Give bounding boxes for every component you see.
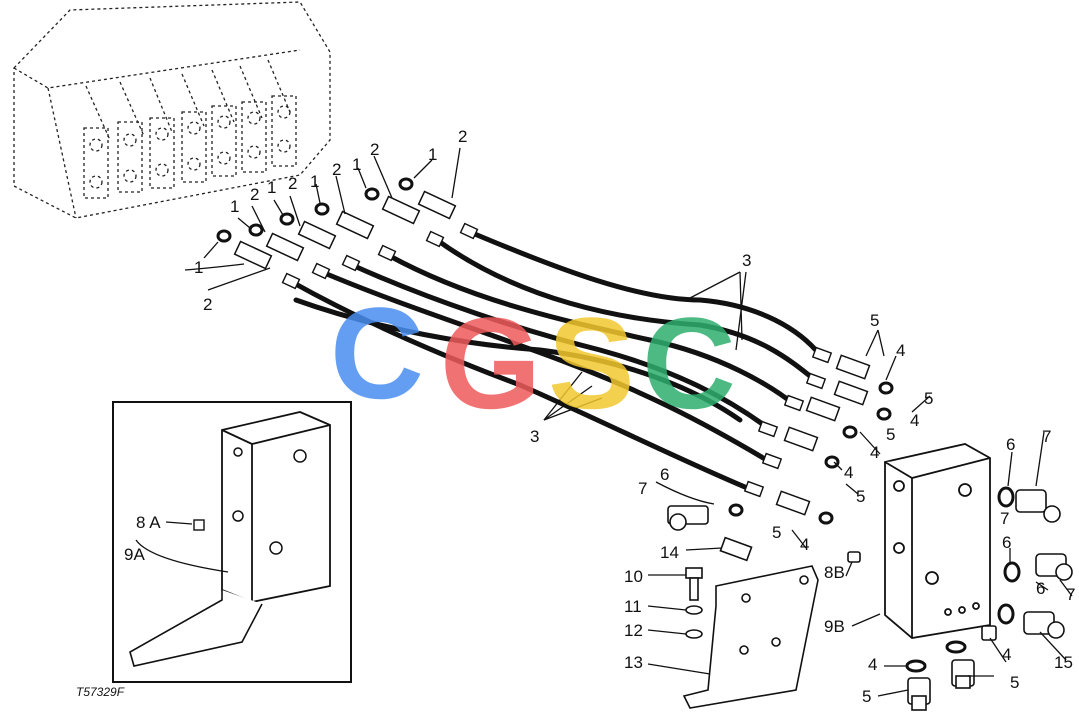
figure-code: T57329F [76, 685, 125, 699]
callout-9b: 9B [824, 617, 845, 636]
callout-4: 4 [800, 535, 809, 554]
hose-4 [349, 262, 771, 431]
callout-7: 7 [1000, 509, 1009, 528]
callout-9a: 9A [124, 545, 145, 564]
callout-6: 6 [1036, 579, 1045, 598]
callout-2: 2 [332, 160, 341, 179]
watermark-letter-c: C [642, 290, 736, 436]
control-valve [13, 1, 331, 219]
watermark-letter-c: C [330, 280, 424, 426]
callout-1: 1 [310, 172, 319, 191]
callout-10: 10 [624, 567, 643, 586]
elbow-fittings [667, 489, 1073, 639]
callout-2: 2 [458, 127, 467, 146]
hose-fittings-right [743, 346, 833, 498]
hose-6 [289, 279, 755, 493]
callout-2: 2 [288, 174, 297, 193]
callout-4: 4 [896, 341, 905, 360]
callout-1: 1 [230, 197, 239, 216]
callout-4: 4 [1002, 645, 1011, 664]
mounting-bracket [682, 565, 819, 709]
callout-12: 12 [624, 621, 643, 640]
callout-1: 1 [428, 145, 437, 164]
callout-7: 7 [1066, 585, 1075, 604]
watermark-letter-g: G [440, 290, 541, 436]
inset-detail [112, 401, 352, 683]
callout-4: 4 [870, 443, 879, 462]
connectors-left [233, 190, 457, 270]
hose-3 [385, 252, 798, 408]
watermark: C G S C [330, 280, 736, 436]
hoses [289, 229, 823, 493]
callout-3: 3 [742, 251, 751, 270]
callout-5: 5 [1010, 673, 1019, 692]
callout-2: 2 [250, 185, 259, 204]
manifold-block [884, 443, 991, 639]
callout-3: 3 [530, 427, 539, 446]
o-rings-right [728, 381, 894, 525]
watermark-letter-s: S [548, 290, 635, 436]
callout-1: 1 [352, 155, 361, 174]
plug-fittings [907, 625, 997, 711]
callout-7: 7 [1042, 427, 1051, 446]
leader-lines [135, 147, 1073, 697]
callout-1: 1 [194, 258, 203, 277]
callout-4: 4 [868, 655, 877, 674]
hose-fittings-left [281, 222, 479, 290]
callout-5: 5 [772, 523, 781, 542]
callout-labels: 1 2 1 2 1 2 1 2 1 2 1 2 3 3 5 4 5 4 5 4 … [76, 127, 1075, 706]
hose-7 [293, 297, 743, 423]
hose-1 [467, 229, 823, 358]
callout-11: 11 [624, 597, 642, 616]
small-hardware [685, 536, 861, 639]
callout-2: 2 [203, 295, 212, 314]
callout-7: 7 [638, 479, 647, 498]
callout-13: 13 [624, 653, 643, 672]
callout-14: 14 [660, 543, 679, 562]
callout-5: 5 [886, 425, 895, 444]
callout-6: 6 [1002, 533, 1011, 552]
callout-8b: 8B [824, 563, 845, 582]
callout-5: 5 [856, 487, 865, 506]
hose-5 [319, 269, 773, 465]
connectors-right [775, 354, 871, 516]
callout-6: 6 [1006, 435, 1015, 454]
callout-1: 1 [267, 178, 276, 197]
callout-5: 5 [862, 687, 871, 706]
callout-15: 15 [1054, 653, 1073, 672]
callout-6: 6 [660, 465, 669, 484]
callout-5: 5 [924, 389, 933, 408]
o-rings-left [216, 177, 414, 243]
callout-2: 2 [370, 140, 379, 159]
o-rings-block [905, 486, 1021, 673]
hose-2 [434, 237, 818, 383]
callout-5: 5 [870, 311, 879, 330]
callout-4: 4 [910, 411, 919, 430]
callout-8a: 8 A [136, 513, 161, 532]
callout-4: 4 [844, 463, 853, 482]
